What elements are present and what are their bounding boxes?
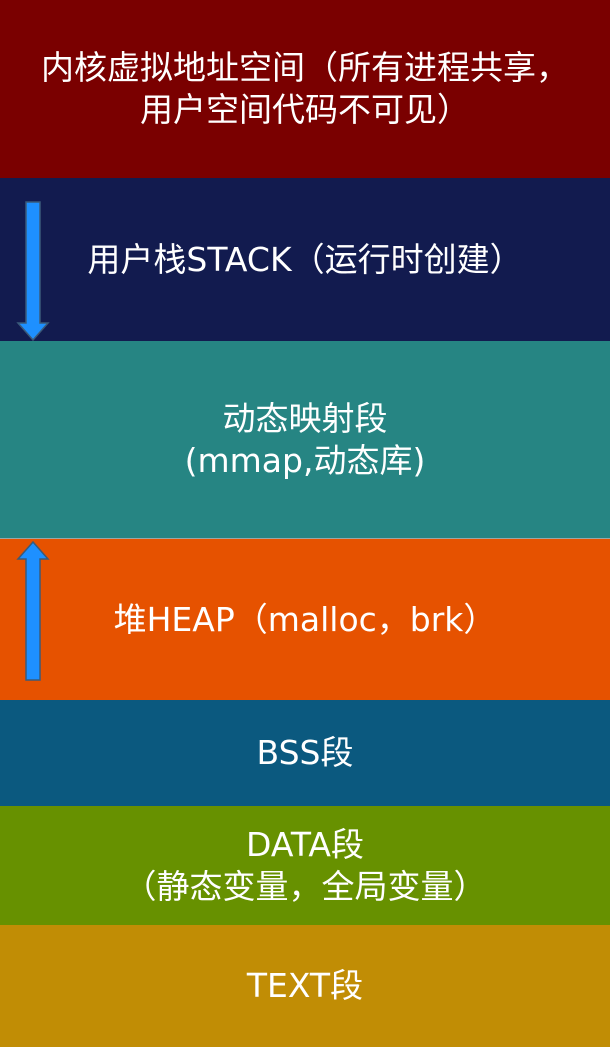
heap-label: 堆HEAP（malloc，brk） — [113, 599, 497, 639]
mmap-segment: 动态映射段 (mmap,动态库) — [0, 341, 610, 539]
data-label-line1: DATA段 — [245, 824, 364, 864]
text-label: TEXT段 — [246, 966, 364, 1005]
user-stack-segment: 用户栈STACK（运行时创建） — [0, 178, 610, 341]
heap-segment: 堆HEAP（malloc，brk） — [0, 539, 610, 700]
kernel-space-label-line2: 用户空间代码不可见） — [140, 90, 470, 129]
mmap-label-line1: 动态映射段 — [222, 398, 388, 438]
text-segment: TEXT段 — [0, 925, 610, 1047]
heap-grow-up-arrow-icon — [16, 541, 50, 681]
mmap-label-line2: (mmap,动态库) — [184, 440, 426, 480]
user-stack-label: 用户栈STACK（运行时创建） — [87, 239, 523, 279]
bss-segment: BSS段 — [0, 700, 610, 806]
data-segment: DATA段 （静态变量，全局变量） — [0, 806, 610, 925]
kernel-space-label-line1: 内核虚拟地址空间（所有进程共享， — [41, 48, 569, 87]
kernel-space-segment: 内核虚拟地址空间（所有进程共享， 用户空间代码不可见） — [0, 0, 610, 178]
data-label-line2: （静态变量，全局变量） — [123, 866, 487, 906]
bss-label: BSS段 — [256, 733, 354, 772]
stack-grow-down-arrow-icon — [16, 201, 50, 341]
